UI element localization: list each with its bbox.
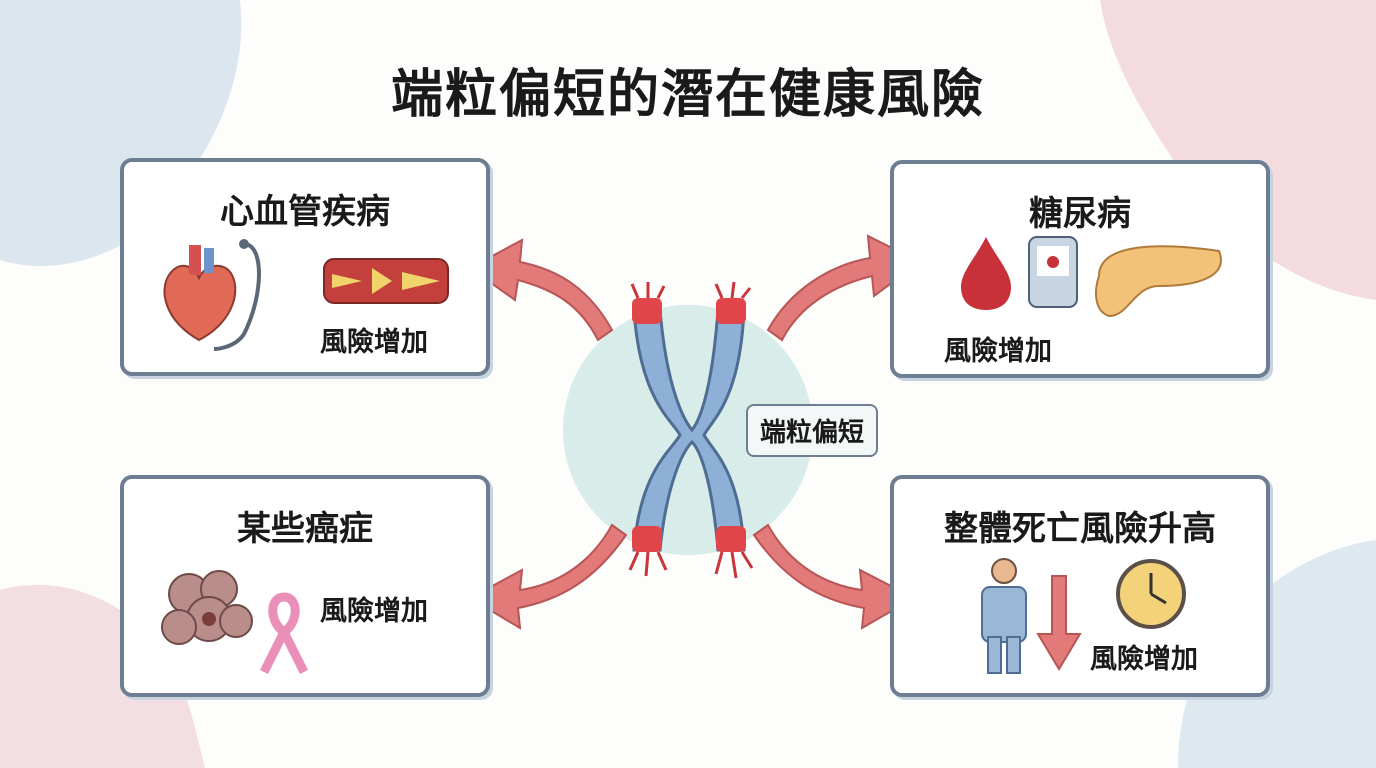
risk-label: 風險增加 (320, 596, 428, 627)
page-title: 端粒偏短的潛在健康風險 (390, 65, 985, 125)
risk-label: 風險增加 (944, 336, 1052, 367)
chromosome-icon (628, 281, 754, 579)
card-diabetes: 糖尿病 風險增加 (890, 160, 1270, 378)
card-cardiovascular: 心血管疾病 風險增加 (120, 158, 490, 376)
arrow-cardio (468, 238, 614, 342)
pink-ribbon-icon (259, 592, 309, 675)
down-arrow-icon (1036, 575, 1082, 671)
blood-drop-icon (961, 237, 1011, 310)
heart-icon (163, 245, 237, 342)
card-cancer: 某些癌症 風險增加 (120, 475, 490, 697)
glucose-meter-icon (1028, 236, 1078, 308)
cancer-cells-icon (161, 570, 253, 645)
center-label: 端粒偏短 (746, 404, 879, 457)
clock-icon (1116, 559, 1186, 629)
card-title: 心血管疾病 (220, 192, 390, 232)
card-title: 某些癌症 (237, 509, 373, 549)
person-icon (981, 558, 1027, 674)
risk-label: 風險增加 (320, 327, 428, 358)
card-title: 整體死亡風險升高 (944, 509, 1216, 549)
stethoscope-icon (214, 239, 261, 351)
arrow-cancer (467, 523, 628, 630)
card-title: 糖尿病 (1029, 194, 1131, 234)
card-mortality: 整體死亡風險升高 風險增加 (890, 475, 1270, 697)
risk-label: 風險增加 (1090, 644, 1198, 675)
artery-plaque-icon (323, 258, 449, 304)
pancreas-icon (1095, 245, 1222, 318)
arrow-mortality (752, 523, 917, 630)
